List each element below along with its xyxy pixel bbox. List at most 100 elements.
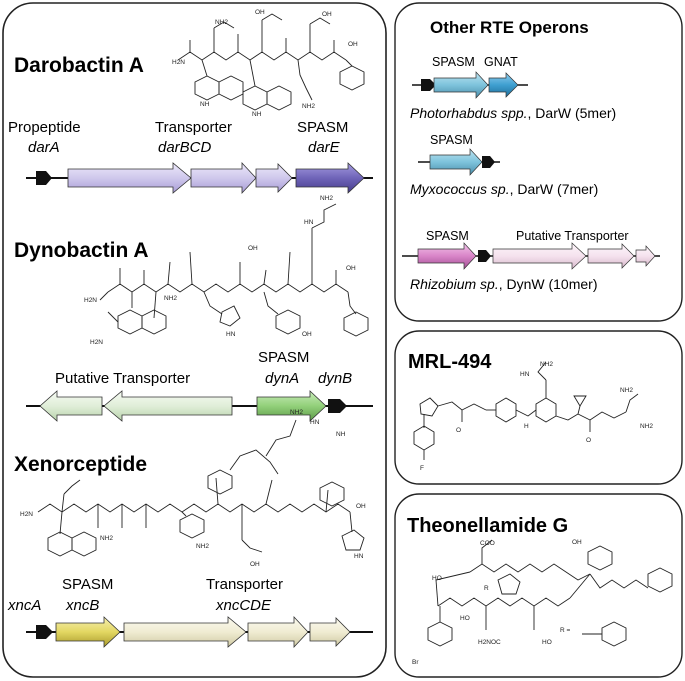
gene-darD: [255, 163, 293, 193]
svg-text:NH2: NH2: [540, 361, 553, 368]
xncCDE-gene-label: xncCDE: [215, 597, 272, 614]
svg-text:R: R: [484, 585, 489, 592]
darA-gene-label: darA: [28, 139, 60, 156]
gene-xncA: [36, 625, 53, 639]
mrl-panel-frame: [394, 330, 683, 485]
mrl-title: MRL-494: [408, 351, 492, 373]
rhizobium-transporter-3: [635, 245, 656, 267]
svg-text:F: F: [420, 465, 424, 472]
gene-xncC: [123, 616, 247, 648]
dynobactin-title: Dynobactin A: [14, 239, 149, 262]
left-panel-frame: [2, 2, 387, 678]
myxococcus-product: , DarW (7mer): [510, 181, 599, 197]
myxococcus-caption: Myxococcus sp., DarW (7mer): [410, 181, 598, 197]
theonellamide-title: Theonellamide G: [407, 515, 568, 537]
rhizobium-transporter-label: Putative Transporter: [516, 229, 629, 243]
rhizobium-propeptide: [478, 250, 491, 262]
svg-text:Br: Br: [412, 659, 419, 666]
gene-darB: [67, 162, 192, 194]
gene-dynB: [328, 399, 347, 413]
photorhabdus-gnat-label: GNAT: [484, 55, 518, 69]
svg-text:OH: OH: [572, 539, 582, 546]
svg-text:OH: OH: [322, 11, 332, 18]
svg-text:NH2: NH2: [164, 295, 177, 302]
xncA-gene-label: xncA: [7, 597, 41, 614]
darobactin-structure: [177, 13, 365, 111]
xenorceptide-structure: [37, 419, 365, 557]
darE-gene-label: darE: [308, 139, 341, 156]
svg-text:HO: HO: [432, 575, 442, 582]
rhizobium-transporter-2: [587, 243, 635, 269]
rhizobium-transporter-1: [492, 242, 587, 270]
xncCDE-function-label: Transporter: [206, 576, 283, 593]
svg-text:OH: OH: [248, 245, 258, 252]
dynA-gene-label: dynA: [265, 370, 299, 387]
myxococcus-propeptide: [482, 156, 495, 168]
svg-text:H2NOC: H2NOC: [478, 639, 501, 646]
gene-darA: [36, 171, 52, 185]
svg-text:HN: HN: [304, 219, 314, 226]
svg-text:OH: OH: [348, 41, 358, 48]
svg-text:HN: HN: [354, 553, 364, 560]
rhizobium-organism: Rhizobium sp.: [410, 276, 499, 292]
svg-text:OH: OH: [346, 265, 356, 272]
rhizobium-caption: Rhizobium sp., DynW (10mer): [410, 276, 598, 292]
photorhabdus-product: , DarW (5mer): [528, 105, 617, 121]
darA-function-label: Propeptide: [8, 119, 81, 136]
svg-text:R =: R =: [560, 627, 571, 634]
svg-text:COO: COO: [480, 540, 495, 547]
svg-text:H: H: [524, 423, 529, 430]
photorhabdus-spasm: [433, 71, 489, 99]
gene-xncE: [309, 617, 351, 647]
myxococcus-spasm: [429, 148, 483, 176]
svg-text:NH2: NH2: [290, 409, 303, 416]
svg-text:O: O: [586, 437, 591, 444]
svg-text:H2N: H2N: [172, 59, 185, 66]
dyn-transporter-label: Putative Transporter: [55, 370, 190, 387]
photorhabdus-organism: Photorhabdus spp.: [410, 105, 528, 121]
mrl-structure: [413, 361, 639, 460]
svg-text:H2N: H2N: [90, 339, 103, 346]
darobactin-title: Darobactin A: [14, 54, 144, 77]
svg-text:O: O: [456, 427, 461, 434]
gene-darC: [190, 161, 257, 195]
xncB-gene-label: xncB: [65, 597, 99, 614]
rhizobium-product: , DynW (10mer): [499, 276, 598, 292]
darBCD-function-label: Transporter: [155, 119, 232, 136]
svg-text:OH: OH: [356, 503, 366, 510]
svg-text:H2N: H2N: [20, 511, 33, 518]
dynobactin-structure: [99, 203, 369, 337]
svg-text:HN: HN: [520, 371, 530, 378]
gene-dyn-transporter-1: [39, 390, 103, 422]
svg-text:NH2: NH2: [196, 543, 209, 550]
svg-text:HN: HN: [226, 331, 236, 338]
svg-text:NH2: NH2: [215, 19, 228, 26]
photorhabdus-caption: Photorhabdus spp., DarW (5mer): [410, 105, 616, 121]
myxococcus-organism: Myxococcus sp.: [410, 181, 510, 197]
operons-title: Other RTE Operons: [430, 18, 589, 37]
photorhabdus-gnat: [488, 72, 519, 98]
svg-text:OH: OH: [255, 9, 265, 16]
gene-xncB: [55, 616, 121, 648]
myxococcus-spasm-label: SPASM: [430, 133, 473, 147]
rhizobium-spasm: [417, 242, 477, 270]
theonellamide-structure: [427, 539, 673, 647]
svg-text:NH2: NH2: [640, 423, 653, 430]
svg-text:NH2: NH2: [302, 103, 315, 110]
operons-panel-frame: [394, 2, 683, 322]
svg-text:HO: HO: [542, 639, 552, 646]
svg-text:NH: NH: [252, 111, 262, 118]
darE-function-label: SPASM: [297, 119, 348, 136]
svg-text:H2N: H2N: [84, 297, 97, 304]
svg-text:NH2: NH2: [100, 535, 113, 542]
gene-dynA: [256, 390, 327, 422]
dynB-gene-label: dynB: [318, 370, 352, 387]
photorhabdus-spasm-label: SPASM: [432, 55, 475, 69]
xncB-function-label: SPASM: [62, 576, 113, 593]
